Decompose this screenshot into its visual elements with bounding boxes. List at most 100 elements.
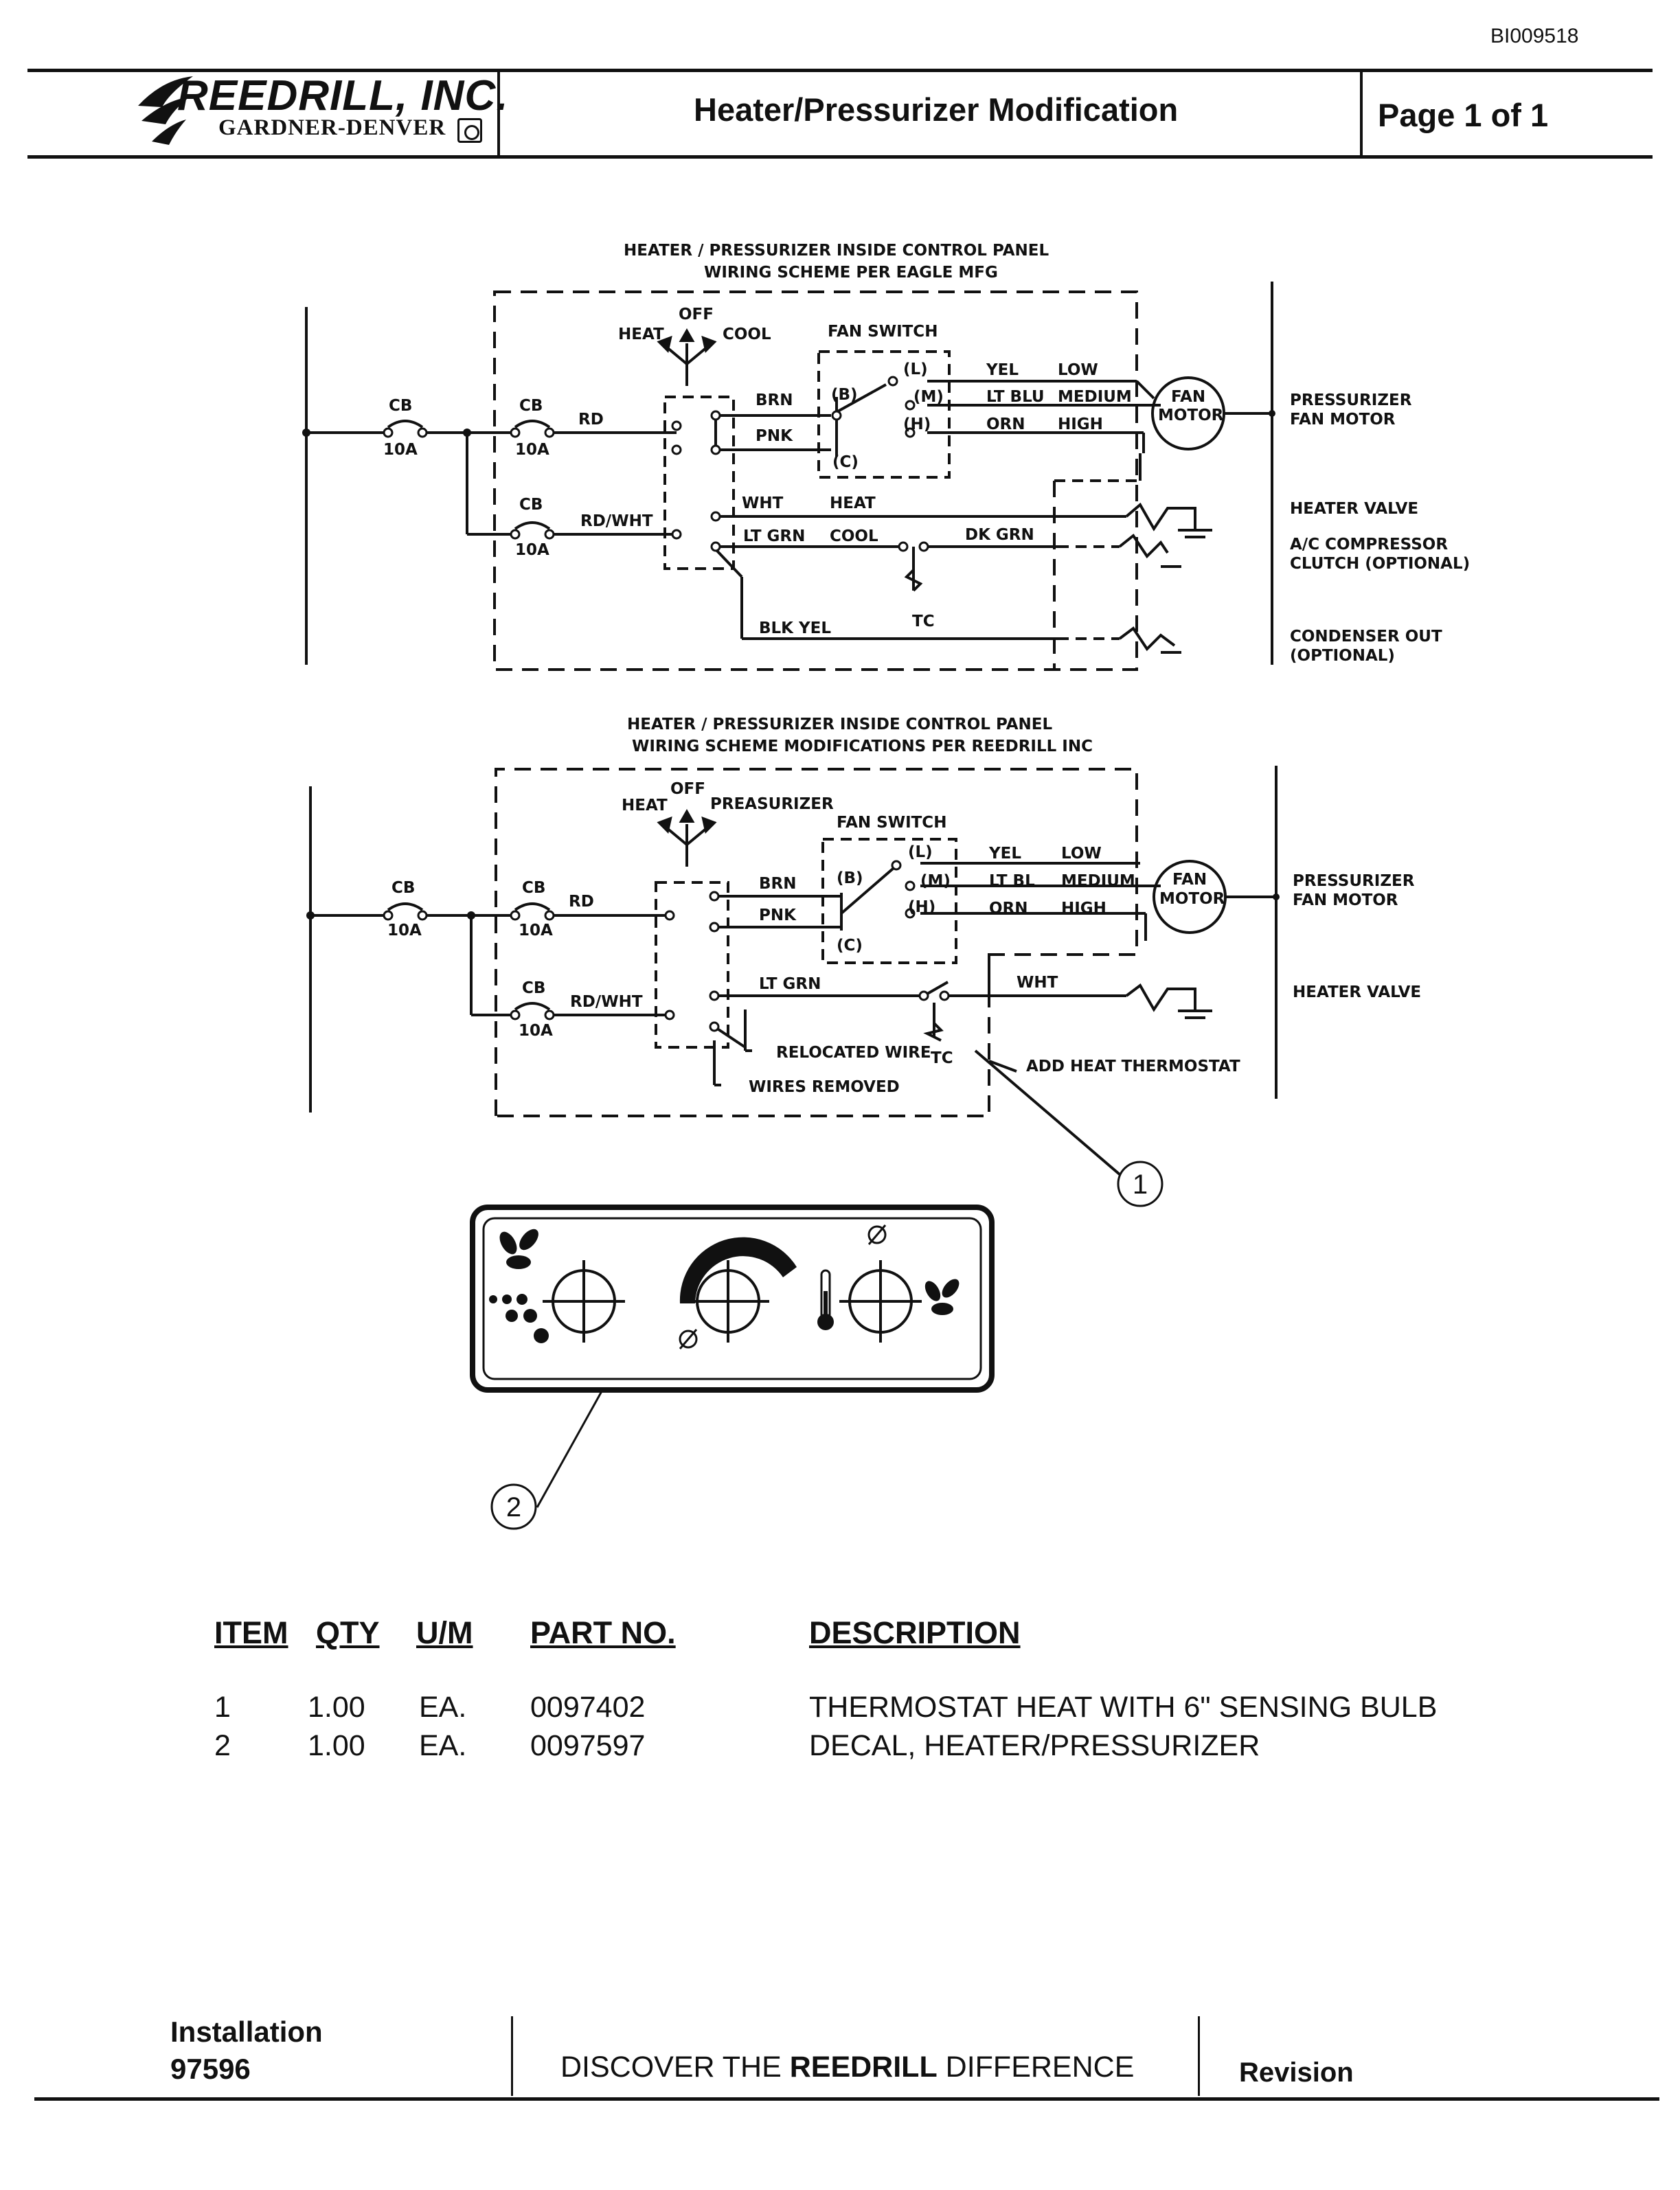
fan-speed-dots-icon (489, 1294, 549, 1343)
top-yel-label: YEL (986, 361, 1019, 379)
bottom-cb3-label: CB (522, 979, 545, 997)
bottom-pnk-label: PNK (759, 906, 797, 924)
top-cb3-amp: 10A (515, 541, 549, 559)
top-cool2-label: COOL (830, 527, 878, 545)
heater-pressurizer-decal (470, 1205, 995, 1393)
top-off-label: OFF (679, 306, 714, 323)
col-part-header: PART NO. (530, 1615, 676, 1650)
bottom-cb1-amp: 10A (387, 922, 422, 939)
top-ltblu-label: LT BLU (986, 388, 1045, 406)
bottom-off-label: OFF (670, 780, 705, 798)
col-desc-header: DESCRIPTION (809, 1615, 1021, 1650)
pressurizer-fan-icon (924, 1279, 960, 1315)
top-cond2-label: (OPTIONAL) (1290, 647, 1395, 665)
page-number: Page 1 of 1 (1378, 97, 1549, 133)
top-ltgrn-label: LT GRN (743, 527, 805, 545)
bottom-medium-label: MEDIUM (1061, 872, 1135, 890)
row-part: 0097597 (530, 1729, 646, 1762)
callout-1-circle (1117, 1161, 1163, 1207)
bottom-low-label: LOW (1061, 845, 1102, 863)
company-logo-text: REEDRILL, INC. (177, 72, 509, 119)
header-divider (497, 69, 500, 158)
row-qty: 1.00 (308, 1729, 365, 1762)
installation-label: Installation (170, 2016, 323, 2048)
page-title: Heater/Pressurizer Modification (694, 91, 1179, 128)
row-item: 1 (214, 1691, 231, 1724)
top-wht-label: WHT (742, 494, 784, 512)
bottom-fan-label: FAN (1172, 871, 1207, 889)
bottom-motor-label: MOTOR (1159, 890, 1225, 908)
bottom-heat-label: HEAT (622, 797, 668, 814)
top-low-label: LOW (1058, 361, 1098, 379)
top-pressurizer-label: PRESSURIZER (1290, 391, 1412, 409)
footer-rule (34, 2097, 1659, 2101)
wiring-diagrams: HEATER / PRESSURIZER INSIDE CONTROL PANE… (302, 242, 1470, 1530)
gd-emblem-icon (457, 118, 482, 143)
footer-divider (511, 2016, 513, 2096)
top-orn-label: ORN (986, 415, 1025, 433)
installation-number: 97596 (170, 2053, 251, 2085)
top-cb3-label: CB (519, 496, 543, 514)
top-l-label: (L) (903, 361, 928, 378)
top-dkgrn-label: DK GRN (965, 526, 1034, 544)
row-desc: THERMOSTAT HEAT WITH 6" SENSING BULB (809, 1691, 1438, 1724)
top-ac2-label: CLUTCH (OPTIONAL) (1290, 555, 1470, 573)
top-cb1-label: CB (389, 397, 412, 415)
bottom-cb1-label: CB (391, 879, 415, 897)
header-divider (1360, 69, 1363, 158)
bottom-fanmotor-label: FAN MOTOR (1293, 891, 1398, 909)
col-um-header: U/M (416, 1615, 473, 1650)
installation-block: Installation 97596 (170, 2014, 323, 2088)
temperature-knob-icon (687, 1260, 769, 1343)
bottom-pressurizer-label: PRESSURIZER (1293, 872, 1415, 890)
bottom-tc-label: TC (931, 1049, 953, 1067)
temperature-arc-icon (679, 1237, 797, 1303)
top-motor-label: MOTOR (1158, 407, 1224, 424)
top-cond1-label: CONDENSER OUT (1290, 628, 1442, 646)
bottom-wht-label: WHT (1017, 974, 1058, 992)
bottom-add-heat-label: ADD HEAT THERMOSTAT (1026, 1058, 1240, 1075)
bottom-rd-label: RD (569, 893, 594, 911)
top-medium-label: MEDIUM (1058, 388, 1132, 406)
top-rd-label: RD (578, 411, 604, 429)
header-top-rule (27, 69, 1653, 72)
bottom-brn-label: BRN (759, 875, 797, 893)
pressurizer-knob-icon (839, 1260, 922, 1343)
bottom-caption-1: HEATER / PRESSURIZER INSIDE CONTROL PANE… (627, 716, 1052, 733)
bottom-fan-switch-label: FAN SWITCH (837, 814, 946, 832)
callout-1-number: 1 (1133, 1170, 1148, 1200)
bottom-l-label: (L) (908, 843, 933, 861)
row-qty: 1.00 (308, 1691, 365, 1724)
top-cb2-amp: 10A (515, 441, 549, 459)
row-item: 2 (214, 1729, 231, 1762)
bottom-wires-removed-label: WIRES REMOVED (749, 1078, 900, 1096)
top-heat-label: HEAT (618, 326, 664, 343)
document-id: BI009518 (1490, 25, 1579, 47)
bottom-cb2-label: CB (522, 879, 545, 897)
top-fanmotor-label: FAN MOTOR (1290, 411, 1396, 429)
top-cool-label: COOL (723, 326, 771, 343)
fan-icon (499, 1229, 538, 1269)
col-qty-header: QTY (316, 1615, 380, 1650)
top-heatervalve-label: HEATER VALVE (1290, 500, 1418, 518)
top-c-label: (C) (832, 453, 859, 471)
top-blkyel-label: BLK YEL (759, 619, 831, 637)
fan-speed-knob-icon (543, 1260, 625, 1343)
reedrill-logo-icon (138, 76, 193, 145)
top-caption-2: WIRING SCHEME PER EAGLE MFG (704, 264, 998, 282)
row-um: EA. (419, 1691, 467, 1724)
bottom-ltbl-label: LT BL (989, 872, 1035, 890)
top-h-label: (H) (903, 415, 931, 433)
bottom-high-label: HIGH (1061, 900, 1106, 917)
header-bottom-rule (27, 155, 1653, 159)
top-brn-label: BRN (756, 391, 793, 409)
top-b-label: (B) (831, 386, 858, 404)
bottom-orn-label: ORN (989, 900, 1028, 917)
bottom-yel-label: YEL (988, 845, 1021, 863)
top-pnk-label: PNK (756, 427, 793, 445)
top-tc-label: TC (912, 613, 935, 630)
subbrand-text: GARDNER-DENVER (218, 115, 446, 140)
footer-slogan: DISCOVER THE REEDRILL DIFFERENCE (560, 2051, 1135, 2084)
row-um: EA. (419, 1729, 467, 1762)
bottom-rdwht-label: RD/WHT (570, 993, 643, 1011)
